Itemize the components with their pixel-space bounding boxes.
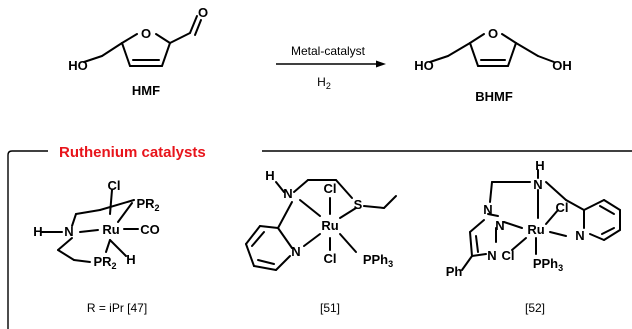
reaction-arrow: Metal-catalyst H2: [276, 44, 386, 91]
cat47-chloride: Cl: [108, 178, 121, 193]
cat52-triazole-n3: N: [487, 248, 496, 263]
hmf-ring-oxygen: O: [141, 26, 151, 41]
catalyst-47: Cl Ru N H PR2 CO PR2 H R = iPr [47]: [33, 178, 159, 315]
cat52-chloride-bottom: Cl: [502, 248, 515, 263]
cat47-ruthenium: Ru: [102, 222, 119, 237]
cat47-amine-nitrogen: N: [64, 224, 73, 239]
cat52-phenyl: Ph: [446, 264, 463, 279]
cat52-triazole-n1: N: [483, 202, 492, 217]
cat51-ruthenium: Ru: [321, 218, 338, 233]
cat51-chloride-top: Cl: [324, 181, 337, 196]
cat52-triphenylphosphine: PPh3: [533, 256, 563, 273]
cat47-caption: R = iPr [47]: [87, 301, 147, 315]
cat52-triazole-n2: N: [495, 218, 504, 233]
bhmf-hydroxyl-left: HO: [414, 58, 434, 73]
arrow-condition-catalyst: Metal-catalyst: [291, 44, 366, 58]
cat51-thioether-sulfur: S: [354, 197, 363, 212]
hmf-aldehyde-oxygen: O: [198, 5, 208, 20]
catalyst-panel: Ruthenium catalysts: [7, 144, 632, 329]
product-label: BHMF: [475, 89, 513, 104]
cat51-triphenylphosphine: PPh3: [363, 252, 393, 269]
cat52-caption: [52]: [525, 301, 545, 315]
catalyst-52: H N N N N Ru Cl N Cl PPh3 Ph [52]: [446, 158, 621, 315]
cat51-pyridine-nitrogen: N: [291, 244, 300, 259]
bhmf-hydroxyl-right: OH: [552, 58, 572, 73]
catalyst-51: N H Cl Ru S N Cl PPh3 [51]: [245, 168, 397, 315]
cat52-amine-nitrogen: N: [533, 177, 542, 192]
cat52-amine-hydrogen: H: [535, 158, 544, 173]
cat47-amine-hydrogen: H: [33, 224, 42, 239]
arrow-condition-hydrogen: H2: [317, 75, 331, 91]
bhmf-ring-oxygen: O: [488, 26, 498, 41]
hmf-hydroxyl: HO: [68, 58, 88, 73]
cat51-amine-hydrogen: H: [265, 168, 274, 183]
bhmf-structure: O HO OH BHMF: [414, 26, 572, 104]
cat47-carbonyl: CO: [140, 222, 160, 237]
reactant-label: HMF: [132, 83, 160, 98]
cat47-phosphine-top: PR2: [136, 196, 159, 213]
cat52-pyridine-nitrogen: N: [575, 228, 584, 243]
panel-title: Ruthenium catalysts: [59, 144, 206, 161]
cat52-chloride-top: Cl: [556, 200, 569, 215]
hmf-structure: O HO O HMF: [68, 5, 208, 98]
cat47-hydride: H: [126, 252, 135, 267]
cat47-phosphine-bottom: PR2: [93, 254, 116, 271]
cat51-caption: [51]: [320, 301, 340, 315]
cat51-amine-nitrogen: N: [283, 186, 292, 201]
cat52-ruthenium: Ru: [527, 222, 544, 237]
cat51-chloride-bottom: Cl: [324, 251, 337, 266]
